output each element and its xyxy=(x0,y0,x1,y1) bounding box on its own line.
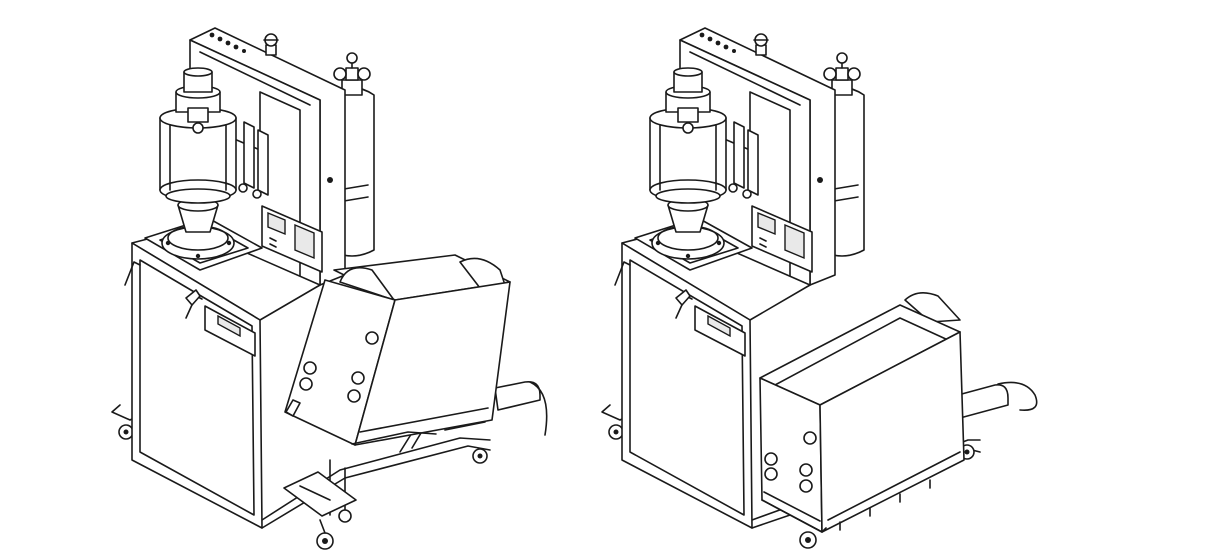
closed-hopper-module xyxy=(759,292,1038,533)
tilted-hopper-module xyxy=(284,254,548,446)
tilted-module-cart xyxy=(261,417,491,550)
machine-open-view xyxy=(111,27,548,550)
machine-closed-view xyxy=(601,27,1038,549)
